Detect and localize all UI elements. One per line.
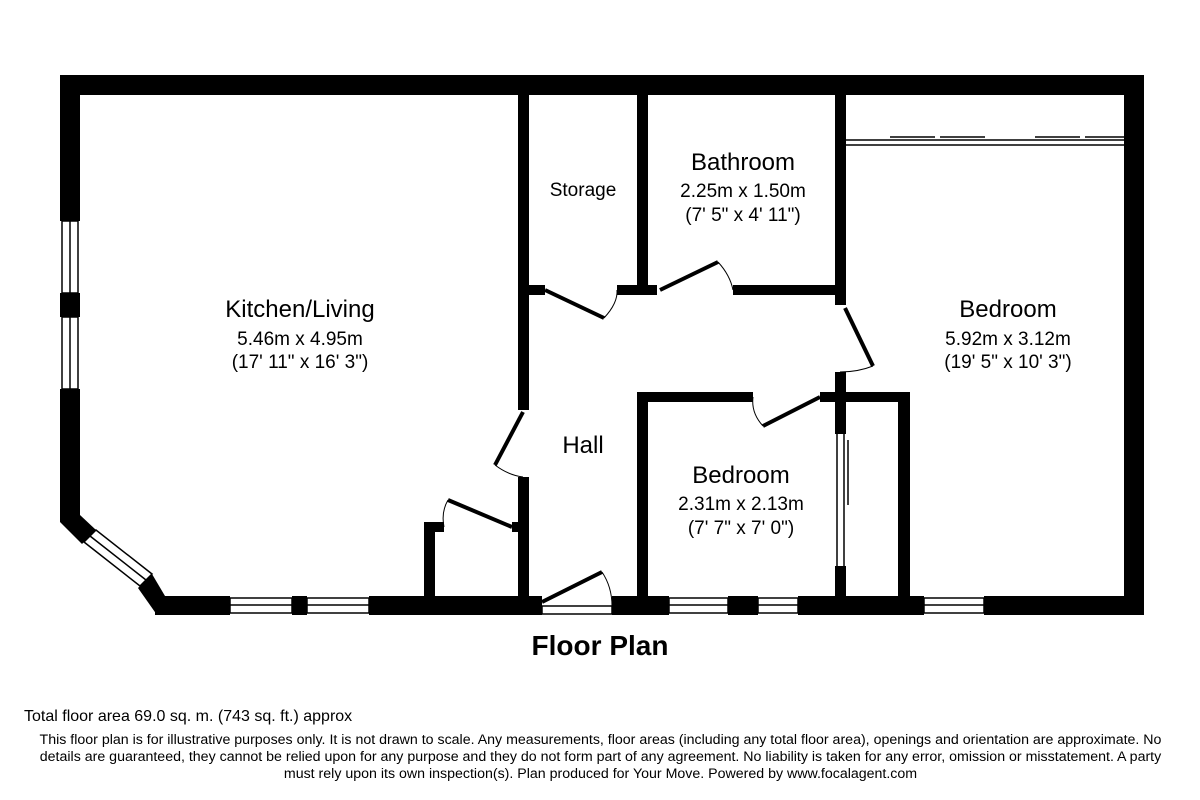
- wall-bed2-right-upper: [835, 372, 846, 434]
- wall-kitchen-hall-upper: [518, 95, 529, 410]
- door-cupboard: [447, 498, 513, 529]
- bedroom1-name: Bedroom: [959, 296, 1056, 323]
- wall-bottom-3: [369, 596, 542, 615]
- wall-right: [1124, 75, 1144, 615]
- wall-bottom-6: [798, 596, 924, 615]
- windows: [61, 220, 985, 615]
- bedroom2-name: Bedroom: [692, 462, 789, 489]
- wall-bottom-5: [728, 596, 758, 615]
- bathroom-name: Bathroom: [691, 149, 795, 176]
- wall-left-lower: [60, 389, 80, 519]
- wall-cupboard-left: [424, 522, 435, 597]
- wall-cupboard-top: [424, 522, 444, 532]
- wall-storage-bottom-left: [529, 285, 545, 295]
- bedroom2-metric: 2.31m x 2.13m: [678, 494, 804, 515]
- door-bedroom1: [843, 307, 875, 367]
- disclaimer-text: This floor plan is for illustrative purp…: [39, 732, 1162, 782]
- wall-kitchen-hall-lower: [518, 477, 529, 597]
- floor-plan-drawing: Kitchen/Living 5.46m x 4.95m (17' 11" x …: [60, 75, 1144, 615]
- kitchen-imperial: (17' 11" x 16' 3"): [232, 352, 369, 373]
- wall-wardrobe-right: [898, 392, 910, 597]
- wall-storage-bottom-right: [617, 285, 657, 295]
- wall-left-mid: [60, 293, 80, 317]
- room-labels: Kitchen/Living 5.46m x 4.95m (17' 11" x …: [225, 149, 1071, 539]
- wall-bottom-1: [155, 596, 230, 615]
- plan-title: Floor Plan: [531, 630, 669, 661]
- window-entrance: [541, 605, 613, 615]
- wall-corner-top: [60, 515, 96, 544]
- door-bedroom2: [762, 395, 821, 428]
- kitchen-metric: 5.46m x 4.95m: [237, 329, 363, 350]
- wall-bottom-7: [984, 596, 1144, 615]
- bedroom1-metric: 5.92m x 3.12m: [945, 329, 1071, 350]
- wall-bathroom-right: [835, 95, 846, 305]
- door-bathroom: [659, 260, 719, 292]
- total-floor-area: Total floor area 69.0 sq. m. (743 sq. ft…: [24, 708, 353, 725]
- wall-cupboard-right-stub: [512, 522, 524, 532]
- wall-bed2-right-lower: [835, 566, 846, 597]
- wardrobes: [836, 136, 1124, 566]
- bedroom2-imperial: (7' 7" x 7' 0"): [688, 518, 794, 539]
- door-entrance: [541, 570, 603, 604]
- walls: [60, 75, 1144, 615]
- kitchen-name: Kitchen/Living: [225, 296, 374, 323]
- wall-bed2-left: [637, 392, 648, 597]
- hall-name: Hall: [562, 432, 603, 459]
- wall-bed2-top-left: [637, 392, 753, 402]
- wall-bathroom-bottom: [733, 285, 845, 295]
- bathroom-imperial: (7' 5" x 4' 11"): [685, 205, 800, 226]
- storage-name: Storage: [550, 180, 617, 201]
- doors: [442, 260, 875, 607]
- bathroom-metric: 2.25m x 1.50m: [680, 181, 806, 202]
- bedroom1-imperial: (19' 5" x 10' 3"): [944, 352, 1071, 373]
- door-storage: [544, 288, 605, 320]
- wall-storage-bathroom: [637, 95, 648, 295]
- wall-bottom-2: [292, 596, 307, 615]
- wall-top: [60, 75, 1144, 95]
- wall-bottom-4: [612, 596, 669, 615]
- wall-left-upper: [60, 75, 80, 221]
- door-kitchen: [493, 411, 525, 466]
- wall-bed2-top-right: [820, 392, 910, 402]
